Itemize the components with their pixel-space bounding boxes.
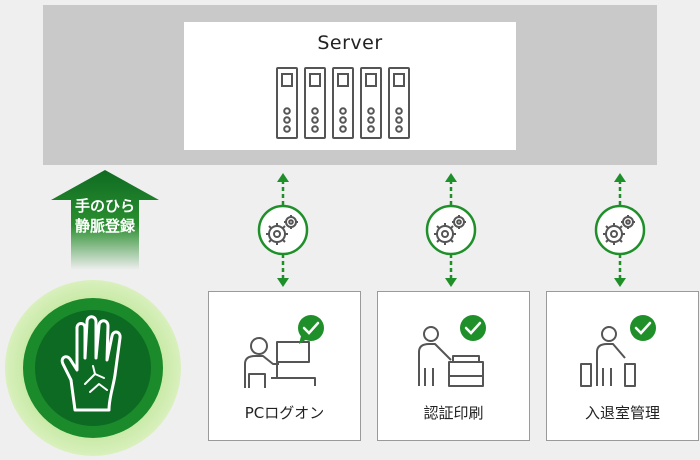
connector-2	[425, 173, 477, 287]
server-title: Server	[317, 32, 383, 54]
person-at-pc-icon	[244, 315, 324, 388]
server-panel: Server	[184, 22, 516, 150]
registration-up-arrow	[51, 170, 159, 270]
server-unit-icon	[332, 67, 354, 139]
card-label-auth-print: 認証印刷	[423, 404, 484, 422]
registration-label-line2: 静脈登録	[74, 217, 135, 235]
server-unit-icon	[304, 67, 326, 139]
registration-label-line1: 手のひら	[74, 197, 135, 215]
check-badge-icon	[630, 315, 656, 341]
palm-hand-icon	[60, 315, 122, 412]
server-unit-icon	[388, 67, 410, 139]
server-rack-icon	[276, 67, 410, 139]
person-at-printer-icon	[418, 315, 486, 387]
server-unit-icon	[276, 67, 298, 139]
gears-icon	[434, 215, 466, 245]
palm-vein-badge	[5, 280, 181, 456]
connector-3	[594, 173, 646, 287]
gears-icon	[603, 215, 635, 245]
card-auth-print: 認証印刷	[377, 291, 530, 441]
card-entry-exit: 入退室管理	[546, 291, 699, 441]
connector-1	[257, 173, 309, 287]
check-badge-icon	[460, 315, 486, 341]
card-label-pc-logon: PCログオン	[244, 404, 325, 422]
gears-icon	[266, 215, 298, 245]
card-label-entry-exit: 入退室管理	[584, 404, 660, 422]
registration-label: 手のひら 静脈登録	[45, 196, 165, 236]
person-at-gate-icon	[580, 315, 656, 387]
server-unit-icon	[360, 67, 382, 139]
check-badge-icon	[298, 315, 324, 341]
card-pc-logon: PCログオン	[208, 291, 361, 441]
